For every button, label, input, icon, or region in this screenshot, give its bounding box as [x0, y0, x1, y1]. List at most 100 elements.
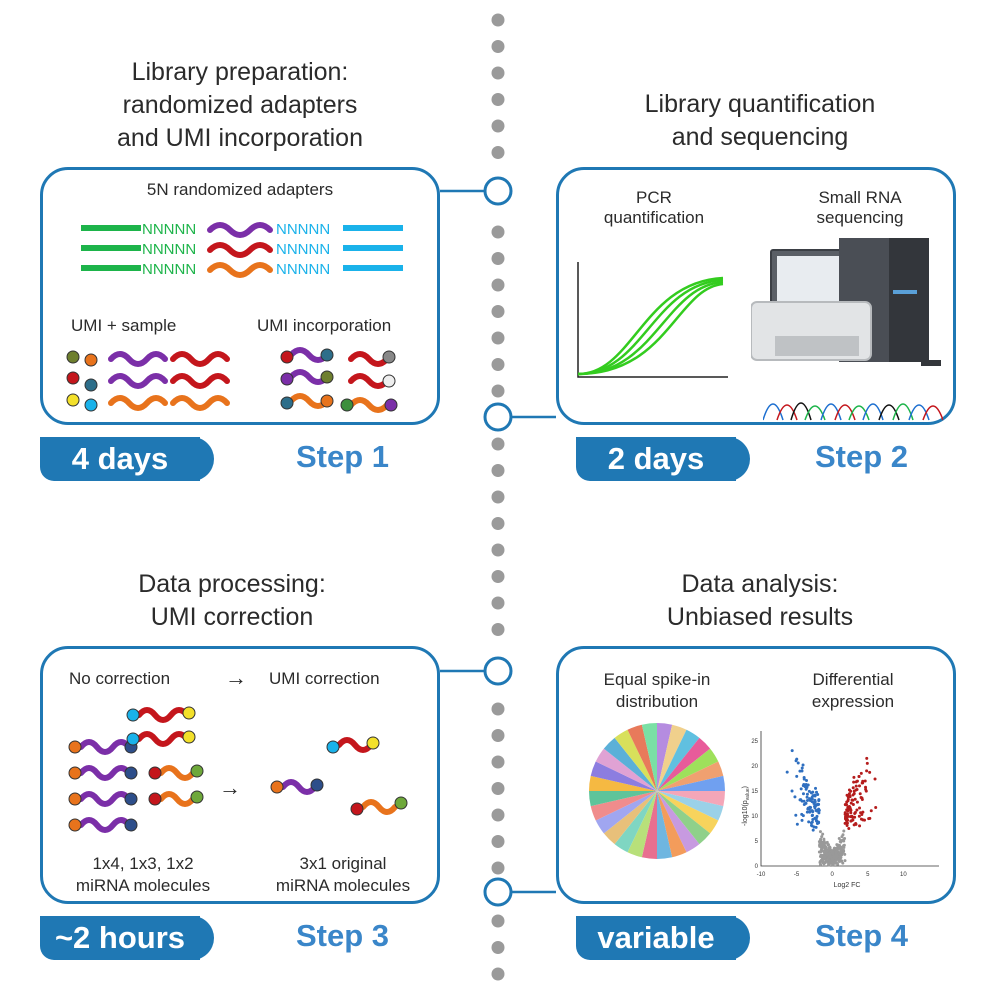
pie-slice — [657, 791, 711, 845]
volcano-point — [843, 852, 847, 856]
volcano-point — [849, 801, 853, 805]
volcano-point — [848, 805, 852, 809]
volcano-ytick: 20 — [751, 764, 758, 770]
left-caption-line1: 1x4, 1x3, 1x2 — [92, 854, 194, 873]
volcano-point — [864, 787, 868, 791]
step4-heading-line2: Unbiased results — [666, 603, 854, 631]
step2-panel: PCR quantification Small RNA sequencing — [556, 167, 956, 425]
left-caption-line2: miRNA molecules — [75, 876, 211, 895]
volcano-point — [830, 849, 834, 853]
volcano-point — [826, 843, 830, 847]
volcano-point — [860, 813, 864, 817]
pie-slice — [657, 791, 673, 859]
pcr-label-line2: quantification — [603, 208, 705, 227]
volcano-point — [859, 771, 863, 775]
volcano-point — [795, 757, 799, 761]
arrow-middle: → — [219, 775, 241, 800]
volcano-point — [847, 788, 851, 792]
pie-slice — [614, 791, 657, 853]
adapter-n-cyan-2: NNNNN — [276, 241, 330, 258]
seq-label: Small RNA sequencing — [795, 188, 925, 228]
step4-heading-line1: Data analysis: — [681, 570, 839, 598]
pie-label-line2: distribution — [615, 692, 699, 711]
volcano-point — [785, 770, 789, 774]
volcano-point — [858, 824, 862, 828]
volcano-point — [831, 863, 835, 867]
seq-label-line2: sequencing — [816, 208, 904, 227]
volcano-point — [853, 810, 857, 814]
volcano-point — [802, 782, 806, 786]
volcano-point — [834, 850, 838, 854]
step2-heading: Library quantification and sequencing — [530, 88, 990, 154]
step1-heading-line1: Library preparation: — [131, 58, 349, 86]
volcano-ytick: 15 — [751, 789, 758, 795]
volcano-point — [857, 774, 861, 778]
step1-panel: 5N randomized adapters NNNNN NNNNN NNNNN… — [40, 167, 440, 425]
volcano-point — [816, 803, 820, 807]
pie-slice — [590, 761, 657, 791]
volcano-point — [834, 847, 838, 851]
step1-heading: Library preparation: randomized adapters… — [10, 56, 470, 155]
volcano-point — [867, 817, 871, 821]
volcano-point — [819, 850, 823, 854]
volcano-xtick: 5 — [866, 872, 870, 878]
adapter-n-cyan-1: NNNNN — [276, 221, 330, 238]
volcano-point — [851, 798, 855, 802]
volcano-point — [814, 786, 818, 790]
volcano-point — [851, 793, 855, 797]
volcano-point — [818, 830, 822, 834]
step4-time: variable — [576, 916, 750, 960]
no-correction-label: No correction — [69, 669, 171, 688]
volcano-point — [827, 855, 831, 859]
volcano-point — [860, 796, 864, 800]
step2-time: 2 days — [576, 437, 750, 481]
pie-label-line1: Equal spike-in — [603, 670, 711, 689]
volcano-point — [802, 799, 806, 803]
adapter-n-green-1: NNNNN — [142, 221, 196, 238]
volcano-point — [815, 819, 819, 823]
volcano-point — [814, 816, 818, 820]
volcano-point — [825, 840, 829, 844]
step3-panel: No correction → UMI correction — [40, 646, 440, 904]
volcano-point — [840, 853, 844, 857]
volcano-point — [841, 861, 845, 865]
volcano-point — [855, 808, 859, 812]
volcano-point — [854, 784, 858, 788]
volcano-point — [805, 799, 809, 803]
pie-slice — [657, 791, 687, 858]
volcano-ytick: 25 — [751, 739, 758, 745]
right-caption: 3x1 original miRNA molecules — [253, 853, 433, 897]
timeline-node-3 — [483, 656, 513, 686]
volcano-point — [819, 853, 823, 857]
adapter-n-green-3: NNNNN — [142, 261, 196, 278]
volcano-point — [790, 789, 794, 793]
volcano-point — [863, 779, 867, 783]
volcano-point — [843, 859, 847, 863]
volcano-point — [812, 802, 816, 806]
volcano-xtick: -5 — [794, 872, 800, 878]
timeline-node-4 — [483, 877, 513, 907]
volcano-point — [853, 797, 857, 801]
step3-heading: Data processing: UMI correction — [2, 568, 462, 634]
volcano-point — [811, 828, 815, 832]
step1-time: 4 days — [40, 437, 214, 481]
volcano-point — [846, 809, 850, 813]
volcano-point — [795, 822, 799, 826]
volcano-point — [811, 817, 815, 821]
volcano-point — [813, 806, 817, 810]
volcano-point — [847, 827, 851, 831]
umi-incorp-label: UMI incorporation — [257, 316, 392, 335]
pie-slice — [589, 775, 657, 791]
volcano-point — [801, 792, 805, 796]
volcano-point — [808, 810, 812, 814]
pie-slice — [603, 737, 657, 791]
pie-slice — [627, 791, 657, 858]
volcano-point — [800, 766, 804, 770]
step3-heading-line2: UMI correction — [150, 603, 314, 631]
volcano-point — [852, 789, 856, 793]
step1-label: Step 1 — [296, 439, 390, 474]
volcano-point — [851, 786, 855, 790]
volcano-point — [861, 810, 865, 814]
volcano-point — [821, 843, 825, 847]
volcano-label: Differential expression — [783, 669, 923, 713]
